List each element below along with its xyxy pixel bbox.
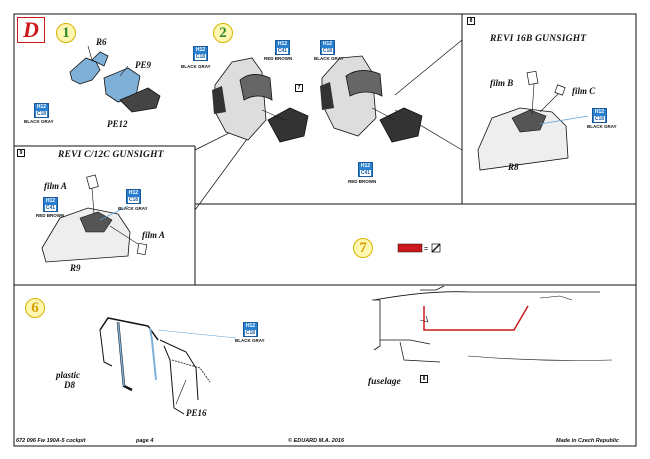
step1-parts (69, 45, 161, 113)
step2-parts (212, 55, 423, 143)
label-d8: D8 (64, 380, 75, 390)
step2-box-number: 7 (295, 84, 303, 92)
label-r9: R9 (70, 263, 81, 273)
label-plastic: plastic (56, 370, 80, 380)
paint-name-8: RED BROWN (36, 213, 65, 218)
revic12c-drawing (41, 174, 148, 263)
step-number-1: 1 (56, 23, 76, 43)
label-pe16: PE16 (186, 408, 207, 418)
step-number-2: 2 (213, 23, 233, 43)
revic12c-box-number: 9 (17, 149, 25, 157)
paint-name-9: BLACK GRAY (235, 338, 265, 343)
paint-name-5: RED BROWN (348, 179, 377, 184)
paint-name-7: BLACK GRAY (118, 206, 148, 211)
step6-frame (99, 317, 237, 415)
paint-name-6: BLACK GRAY (587, 124, 617, 129)
step-number-6: 6 (25, 298, 45, 318)
label-fuselage: fuselage (368, 377, 401, 387)
fuselage-box-number: 8 (420, 375, 428, 383)
svg-text:=: = (424, 246, 428, 253)
footer-product: 672 096 Fw 190A-5 cockpit (16, 438, 86, 444)
footer-page: page 4 (136, 438, 154, 444)
revi16b-box-number: 8 (467, 17, 475, 25)
label-r6: R6 (96, 37, 107, 47)
page-frame (13, 13, 637, 447)
paint-name-4: BLACK GRAY (314, 56, 344, 61)
paint-name-3: RED BROWN (264, 56, 293, 61)
label-film-a-side: film A (142, 230, 165, 240)
footer-origin: Made in Czech Republic (556, 438, 619, 444)
revi16b-title: REVI 16B GUNSIGHT (490, 34, 587, 44)
label-film-c: film C (572, 86, 596, 96)
label-film-a-top: film A (44, 181, 67, 191)
label-pe12: PE12 (107, 119, 128, 129)
paint-name-2: BLACK GRAY (181, 64, 211, 69)
revic12c-title: REVI C/12C GUNSIGHT (58, 150, 164, 160)
label-pe9: PE9 (135, 60, 152, 70)
paint-name-1: BLACK GRAY (24, 119, 54, 124)
step7-fuselage: = (372, 243, 613, 363)
label-r8: R8 (508, 162, 519, 172)
page-letter: D (17, 17, 45, 43)
revi16b-drawing (477, 70, 589, 171)
label-film-b: film B (490, 78, 514, 88)
step-number-7: 7 (353, 238, 373, 258)
footer-copyright: © EDUARD M.A. 2016 (288, 438, 345, 444)
